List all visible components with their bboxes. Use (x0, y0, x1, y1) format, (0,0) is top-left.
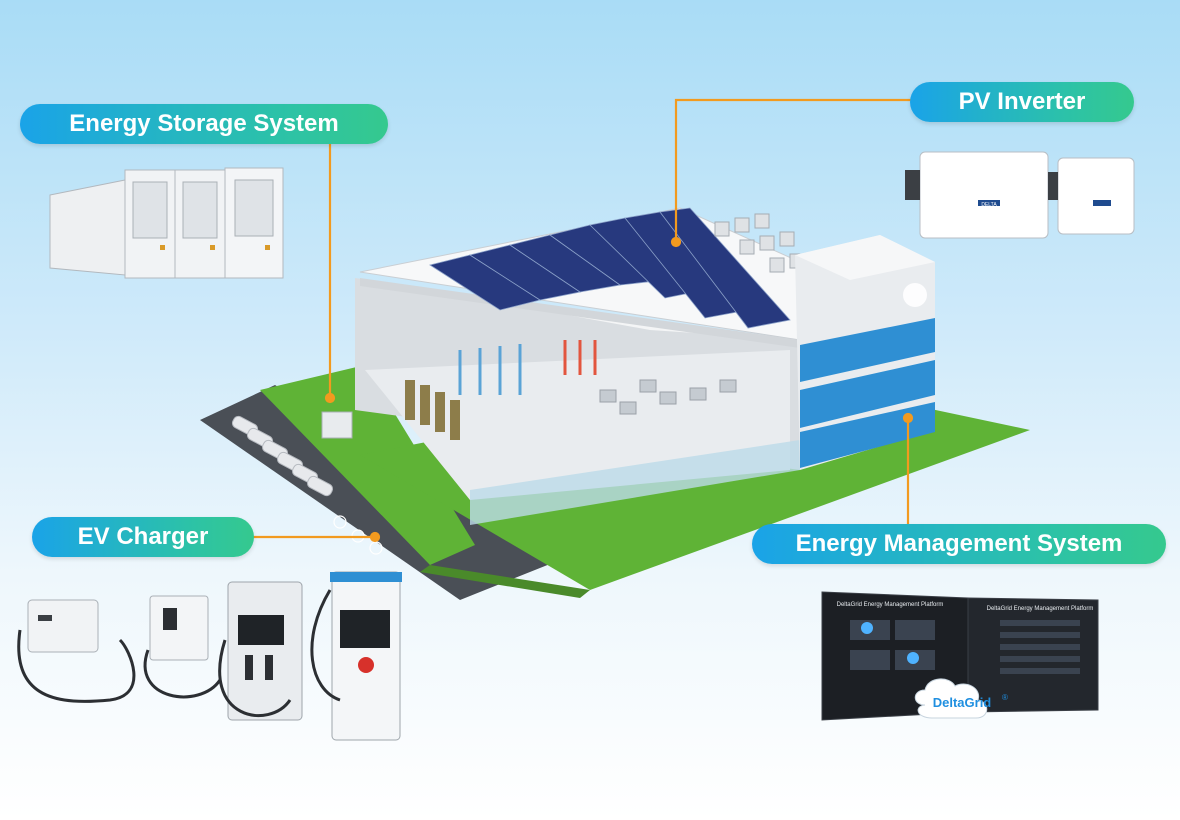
leader-dot-pv-inverter (670, 236, 682, 248)
label-pv-inverter: PV Inverter (910, 82, 1134, 122)
ems-screen-title-right: DeltaGrid Energy Management Platform (987, 606, 1094, 612)
outdoor-ess-cabinet (321, 411, 353, 439)
label-energy-storage-system: Energy Storage System (20, 104, 388, 144)
ess-cabinets (49, 167, 284, 279)
label-ev-charger: EV Charger (32, 517, 254, 557)
ems-screen-title-left: DeltaGrid Energy Management Platform (837, 602, 944, 608)
leader-pv-inverter (674, 98, 912, 242)
label-energy-management-system: Energy Management System (752, 524, 1166, 564)
office-tower (795, 235, 935, 470)
ems-screens (821, 591, 1099, 721)
deltagrid-cloud (914, 678, 988, 719)
leader-dot-energy-management (902, 412, 914, 424)
parked-cars (231, 415, 334, 497)
lawn-edge (420, 565, 590, 598)
leader-dot-energy-storage (324, 392, 336, 404)
deltagrid-registered-mark: ® (1002, 693, 1008, 702)
pv-inverter-units (905, 151, 1135, 239)
inverter-brand-badge: DELTA (981, 202, 997, 208)
leader-dot-ev-charger (369, 531, 381, 543)
leader-lines (252, 98, 914, 543)
deltagrid-logo-text: DeltaGrid (933, 695, 992, 710)
lawn-left (260, 365, 475, 565)
ev-charger-units (17, 571, 402, 741)
solar-roof (359, 207, 805, 348)
